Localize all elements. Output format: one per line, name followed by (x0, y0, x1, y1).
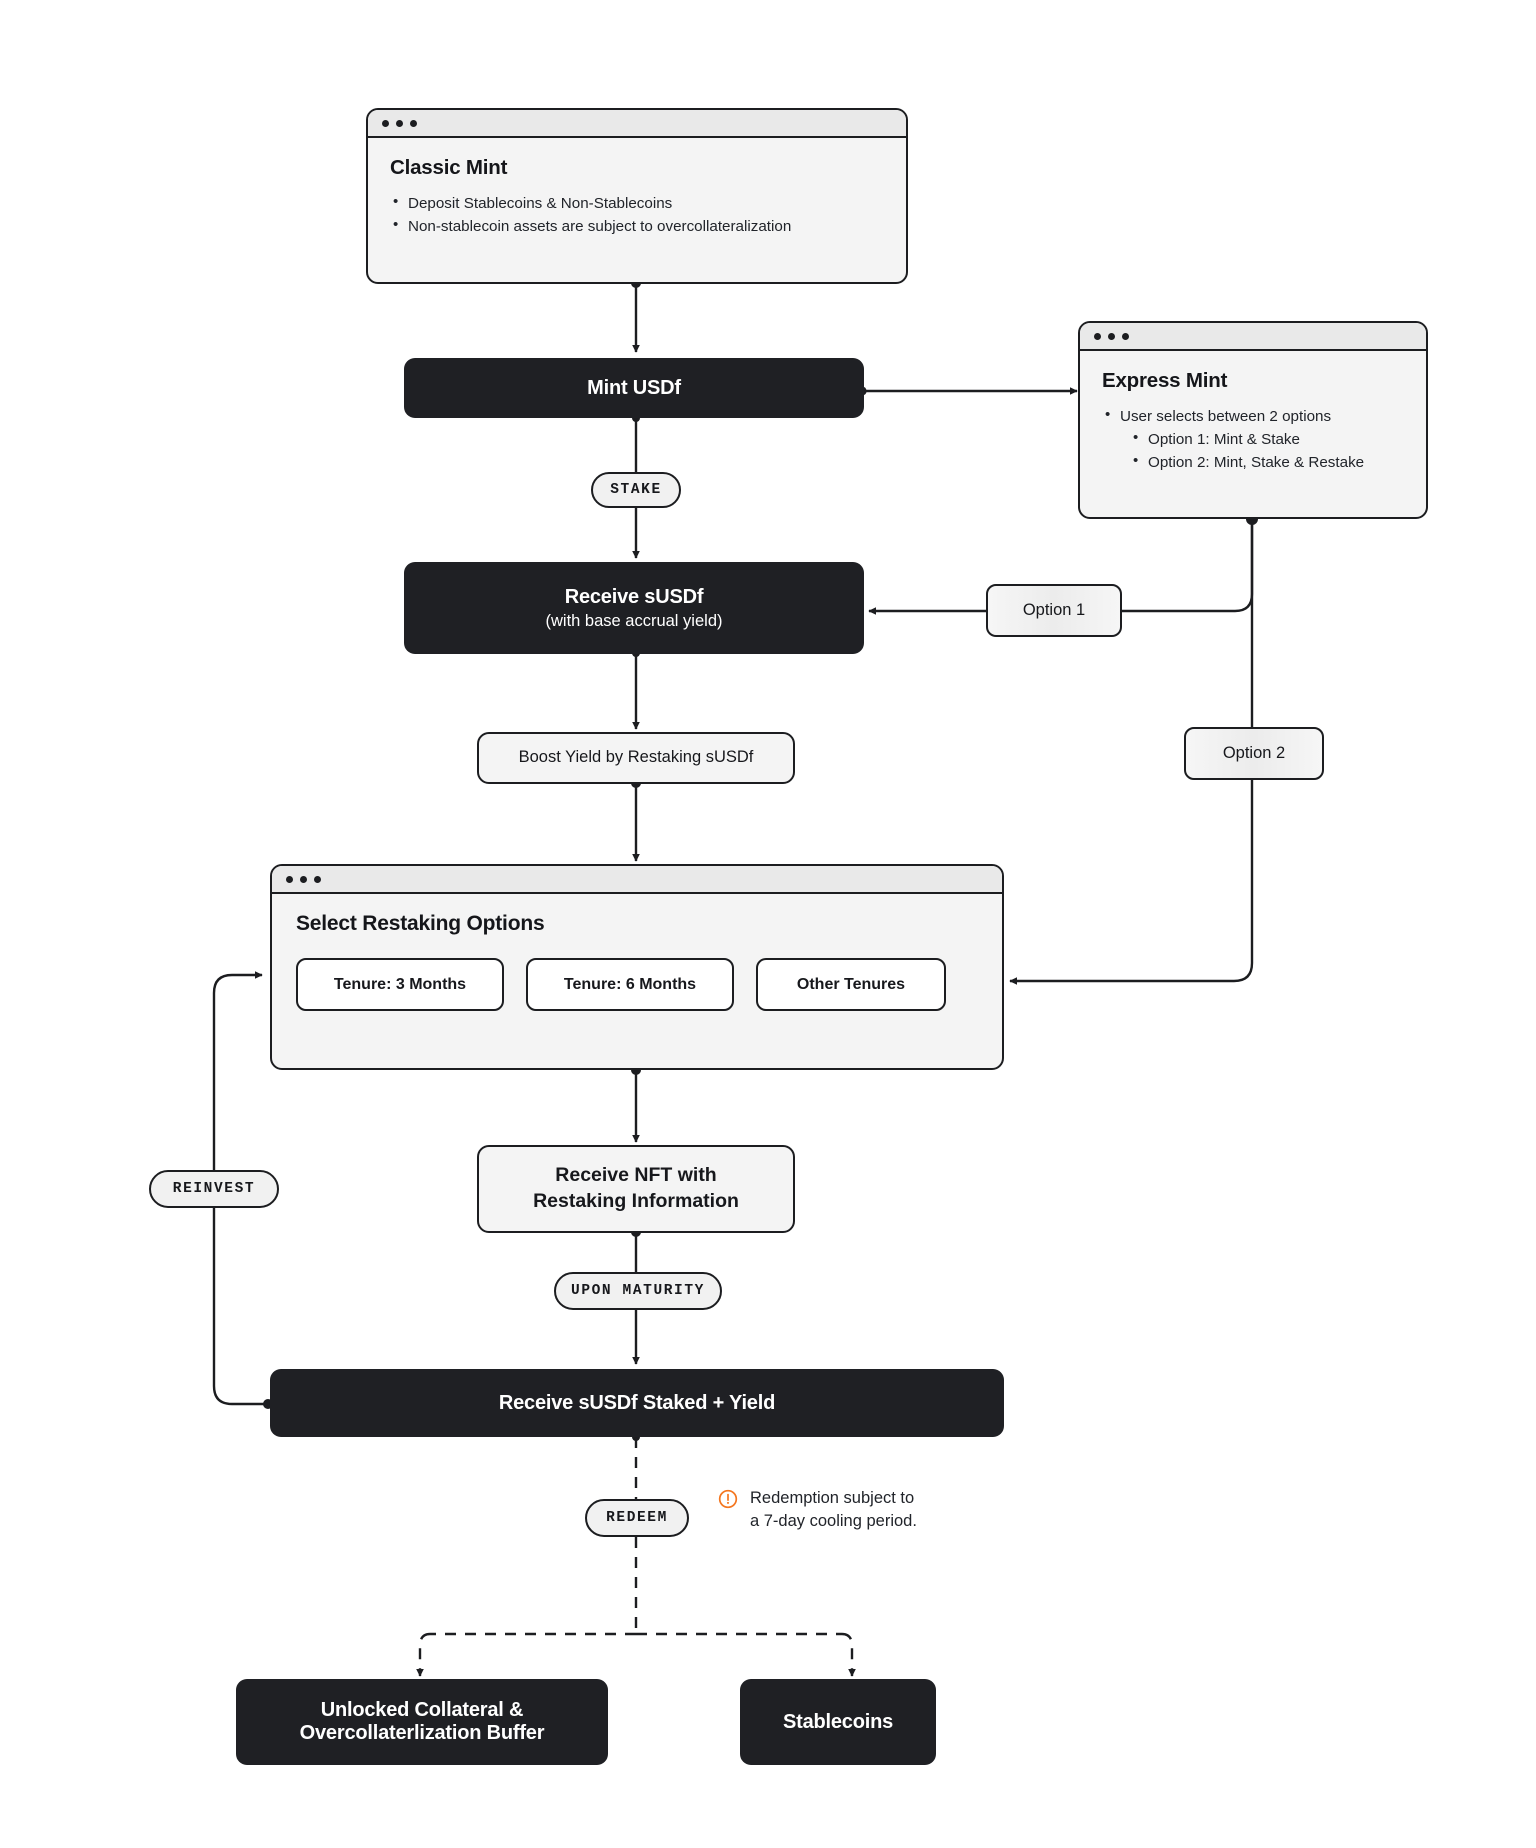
warning-circle-icon (718, 1489, 738, 1514)
branch-label-option-2[interactable]: Option 2 (1184, 727, 1324, 780)
node-label: Stablecoins (782, 1710, 894, 1733)
tenure-option-6-months[interactable]: Tenure: 6 Months (526, 958, 734, 1011)
card-body: Select Restaking Options Tenure: 3 Month… (272, 894, 1002, 1011)
node-label-line-1: Unlocked Collateral & (320, 1699, 524, 1721)
window-dot-icon (1094, 332, 1101, 340)
window-dot-icon (1108, 332, 1115, 340)
window-dot-icon (410, 119, 417, 127)
window-titlebar (1080, 323, 1426, 351)
edge-label-text: STAKE (610, 482, 662, 498)
node-receive-susdf-staked-yield[interactable]: Receive sUSDf Staked + Yield (270, 1369, 1004, 1437)
window-titlebar (272, 866, 1002, 894)
edge-label-stake: STAKE (591, 472, 681, 508)
card-body: Express Mint User selects between 2 opti… (1080, 351, 1426, 494)
card-select-restaking-options: Select Restaking Options Tenure: 3 Month… (270, 864, 1004, 1070)
window-dot-icon (396, 119, 403, 127)
node-label-line-1: Receive NFT with (555, 1164, 717, 1187)
redemption-note-text: Redemption subject to a 7-day cooling pe… (750, 1487, 917, 1534)
restaking-title: Select Restaking Options (296, 912, 545, 935)
window-dot-icon (300, 875, 307, 883)
list-item: User selects between 2 options (1102, 404, 1404, 428)
node-sublabel: (with base accrual yield) (545, 611, 723, 630)
branch-label-option-1[interactable]: Option 1 (986, 584, 1122, 637)
node-stablecoins[interactable]: Stablecoins (740, 1679, 936, 1765)
node-receive-susdf[interactable]: Receive sUSDf (with base accrual yield) (404, 562, 864, 654)
node-label: Receive sUSDf (564, 585, 704, 608)
window-dot-icon (286, 875, 293, 883)
chip-label: Tenure: 6 Months (563, 975, 697, 993)
node-label: Receive sUSDf Staked + Yield (498, 1391, 776, 1414)
edge-label-reinvest: REINVEST (149, 1170, 279, 1208)
branch-label-text: Option 1 (1022, 601, 1086, 619)
node-label-line-2: Overcollaterlization Buffer (299, 1722, 545, 1744)
edge-label-redeem: REDEEM (585, 1499, 689, 1537)
node-label: Mint USDf (587, 376, 681, 399)
tenure-option-other[interactable]: Other Tenures (756, 958, 946, 1011)
note-line-1: Redemption subject to (750, 1489, 915, 1507)
chip-label: Other Tenures (796, 975, 906, 993)
edge-label-text: REDEEM (606, 1510, 668, 1526)
edge-label-text: REINVEST (172, 1181, 256, 1197)
express-mint-title: Express Mint (1102, 369, 1228, 392)
chip-label: Tenure: 3 Months (333, 975, 467, 993)
edge-label-upon-maturity: UPON MATURITY (554, 1272, 722, 1310)
list-item: Option 2: Mint, Stake & Restake (1102, 450, 1404, 474)
note-line-2: a 7-day cooling period. (750, 1512, 917, 1531)
node-label: Boost Yield by Restaking sUSDf (518, 748, 754, 767)
card-express-mint: Express Mint User selects between 2 opti… (1078, 321, 1428, 519)
node-boost-yield[interactable]: Boost Yield by Restaking sUSDf (477, 732, 795, 784)
card-body: Classic Mint Deposit Stablecoins & Non-S… (368, 138, 906, 258)
edge-label-text: UPON MATURITY (571, 1283, 705, 1299)
classic-mint-bullets: Deposit Stablecoins & Non-Stablecoins No… (390, 191, 884, 238)
node-mint-usdf[interactable]: Mint USDf (404, 358, 864, 418)
window-dot-icon (382, 119, 389, 127)
window-titlebar (368, 110, 906, 138)
window-dot-icon (1122, 332, 1129, 340)
redemption-note: Redemption subject to a 7-day cooling pe… (718, 1487, 968, 1534)
list-item: Option 1: Mint & Stake (1102, 427, 1404, 451)
list-item: Deposit Stablecoins & Non-Stablecoins (390, 191, 884, 215)
branch-label-text: Option 2 (1222, 744, 1286, 762)
node-label-line-2: Restaking Information (533, 1190, 739, 1212)
classic-mint-title: Classic Mint (390, 156, 508, 179)
node-receive-nft[interactable]: Receive NFT with Restaking Information (477, 1145, 795, 1233)
express-mint-bullets: User selects between 2 options Option 1:… (1102, 404, 1404, 474)
card-classic-mint: Classic Mint Deposit Stablecoins & Non-S… (366, 108, 908, 284)
tenure-option-3-months[interactable]: Tenure: 3 Months (296, 958, 504, 1011)
node-unlocked-collateral[interactable]: Unlocked Collateral & Overcollaterlizati… (236, 1679, 608, 1765)
list-item: Non-stablecoin assets are subject to ove… (390, 214, 884, 238)
window-dot-icon (314, 875, 321, 883)
tenure-option-row: Tenure: 3 Months Tenure: 6 Months Other … (296, 958, 978, 1011)
